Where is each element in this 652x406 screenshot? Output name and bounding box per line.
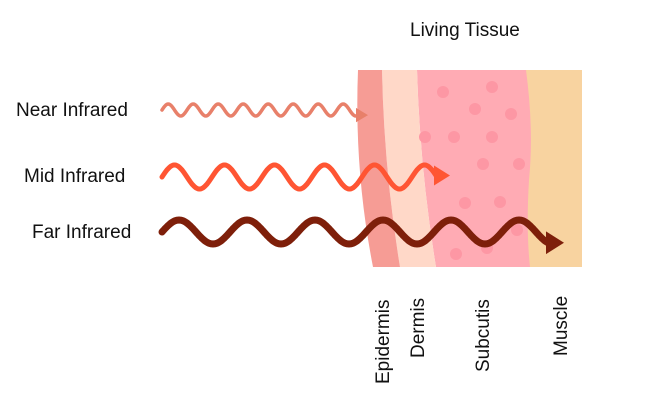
label-near-infrared: Near Infrared — [16, 100, 128, 121]
layer-muscle — [520, 70, 582, 267]
fat-cell-dot — [459, 197, 471, 209]
label-mid-infrared: Mid Infrared — [24, 166, 126, 187]
fat-cell-dot — [450, 248, 462, 260]
label-epidermis: Epidermis — [373, 299, 394, 384]
label-dermis: Dermis — [408, 297, 429, 358]
label-subcutis: Subcutis — [473, 299, 494, 372]
fat-cell-dot — [511, 224, 523, 236]
diagram-title: Living Tissue — [410, 20, 520, 41]
label-far-infrared: Far Infrared — [32, 222, 132, 243]
fat-cell-dot — [513, 158, 525, 170]
fat-cell-dot — [486, 131, 498, 143]
far-infrared-arrowhead-icon — [546, 231, 564, 255]
fat-cell-dot — [505, 108, 517, 120]
fat-cell-dot — [494, 196, 506, 208]
near-infrared-wave — [160, 102, 360, 118]
fat-cell-dot — [437, 86, 449, 98]
fat-cell-dot — [477, 158, 489, 170]
mid-infrared-wave — [159, 162, 439, 192]
fat-cell-dot — [486, 81, 498, 93]
fat-cell-dot — [448, 131, 460, 143]
fat-cell-dot — [419, 131, 431, 143]
fat-cell-dot — [469, 103, 481, 115]
mid-infrared-arrowhead-icon — [434, 165, 450, 186]
label-muscle: Muscle — [551, 295, 572, 356]
near-infrared-arrowhead-icon — [356, 107, 368, 123]
far-infrared-wave — [158, 216, 552, 248]
layer-dermis — [382, 70, 436, 267]
fat-cells — [419, 81, 525, 260]
